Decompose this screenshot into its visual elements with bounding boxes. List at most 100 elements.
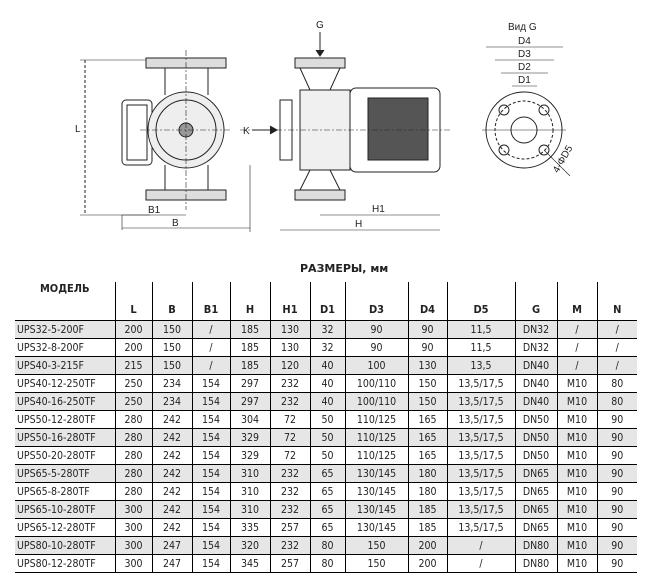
cell-m: M10 — [556, 482, 597, 501]
cell-l: 280 — [114, 482, 152, 501]
cell-g: DN40 — [514, 392, 557, 411]
column-header-h1: H1 — [269, 282, 310, 321]
cell-model: UPS40-12-250TF — [15, 374, 115, 393]
cell-b: 242 — [151, 500, 192, 519]
cell-l: 300 — [114, 500, 152, 519]
cell-d5: 13,5 — [446, 356, 515, 375]
cell-b: 234 — [151, 392, 192, 411]
cell-h: 320 — [229, 536, 270, 555]
cell-l: 300 — [114, 518, 152, 537]
cell-m: M10 — [556, 374, 597, 393]
cell-b1: / — [191, 320, 230, 339]
cell-b1: 154 — [191, 482, 230, 501]
cell-g: DN32 — [514, 338, 557, 357]
cell-d3: 100/110 — [344, 374, 408, 393]
cell-n: 90 — [596, 536, 637, 555]
column-header-d5: D5 — [446, 282, 515, 321]
cell-m: / — [556, 320, 597, 339]
cell-d5: 13,5/17,5 — [446, 392, 515, 411]
cell-g: DN40 — [514, 356, 557, 375]
cell-l: 280 — [114, 464, 152, 483]
cell-d3: 130/145 — [344, 482, 408, 501]
cell-l: 200 — [114, 320, 152, 339]
cell-model: UPS80-10-280TF — [15, 536, 115, 555]
cell-n: 80 — [596, 392, 637, 411]
cell-n: / — [596, 338, 637, 357]
cell-m: M10 — [556, 392, 597, 411]
cell-m: M10 — [556, 428, 597, 447]
cell-b1: 154 — [191, 518, 230, 537]
cell-b: 247 — [151, 554, 192, 573]
cell-d3: 110/125 — [344, 428, 408, 447]
cell-b1: 154 — [191, 464, 230, 483]
side-view-drawing: G K H1 H — [240, 20, 450, 231]
cell-d5: 13,5/17,5 — [446, 374, 515, 393]
cell-d4: 165 — [407, 410, 447, 429]
cell-h1: 257 — [269, 518, 310, 537]
cell-n: / — [596, 356, 637, 375]
cell-d4: 180 — [407, 482, 447, 501]
cell-d5: 13,5/17,5 — [446, 500, 515, 519]
cell-d1: 65 — [309, 518, 345, 537]
cell-b1: / — [191, 356, 230, 375]
cell-h1: 232 — [269, 392, 310, 411]
cell-g: DN80 — [514, 536, 557, 555]
cell-b1: 154 — [191, 446, 230, 465]
cell-d3: 130/145 — [344, 500, 408, 519]
cell-d5: 13,5/17,5 — [446, 518, 515, 537]
label-G: G — [316, 20, 324, 31]
cell-m: M10 — [556, 518, 597, 537]
label-B: B — [172, 218, 179, 229]
label-D3: D3 — [518, 49, 531, 60]
cell-h1: 232 — [269, 500, 310, 519]
cell-h: 310 — [229, 500, 270, 519]
cell-h1: 72 — [269, 428, 310, 447]
cell-b1: 154 — [191, 554, 230, 573]
column-header-d1: D1 — [309, 282, 345, 321]
cell-n: 90 — [596, 428, 637, 447]
cell-h1: 257 — [269, 554, 310, 573]
column-header-g: G — [514, 282, 557, 321]
cell-b1: 154 — [191, 410, 230, 429]
label-K: K — [243, 126, 250, 137]
label-holes: 4-ΦD5 — [551, 143, 576, 175]
cell-d1: 65 — [309, 500, 345, 519]
cell-d4: 90 — [407, 320, 447, 339]
cell-h: 304 — [229, 410, 270, 429]
cell-d1: 32 — [309, 320, 345, 339]
cell-n: 90 — [596, 500, 637, 519]
cell-l: 280 — [114, 410, 152, 429]
cell-d4: 130 — [407, 356, 447, 375]
cell-n: 90 — [596, 464, 637, 483]
cell-model: UPS65-12-280TF — [15, 518, 115, 537]
cell-d1: 50 — [309, 446, 345, 465]
cell-model: UPS65-10-280TF — [15, 500, 115, 519]
cell-d4: 200 — [407, 554, 447, 573]
cell-h: 310 — [229, 464, 270, 483]
cell-d5: 13,5/17,5 — [446, 410, 515, 429]
cell-h: 329 — [229, 428, 270, 447]
cell-model: UPS65-5-280TF — [15, 464, 115, 483]
cell-n: / — [596, 320, 637, 339]
cell-d1: 50 — [309, 410, 345, 429]
cell-b1: 154 — [191, 536, 230, 555]
cell-h: 329 — [229, 446, 270, 465]
cell-d4: 165 — [407, 428, 447, 447]
cell-h: 185 — [229, 320, 270, 339]
flange-view-drawing: Вид G D4 D3 D2 D1 4-ΦD5 — [482, 22, 576, 177]
column-header-b1: B1 — [191, 282, 230, 321]
cell-b: 242 — [151, 410, 192, 429]
cell-b: 150 — [151, 356, 192, 375]
cell-h: 297 — [229, 374, 270, 393]
column-header-d4: D4 — [407, 282, 447, 321]
label-D4: D4 — [518, 36, 531, 47]
dimensions-caption: РАЗМЕРЫ, мм — [300, 262, 389, 275]
cell-m: M10 — [556, 500, 597, 519]
cell-d1: 80 — [309, 536, 345, 555]
cell-model: UPS32-5-200F — [15, 320, 115, 339]
